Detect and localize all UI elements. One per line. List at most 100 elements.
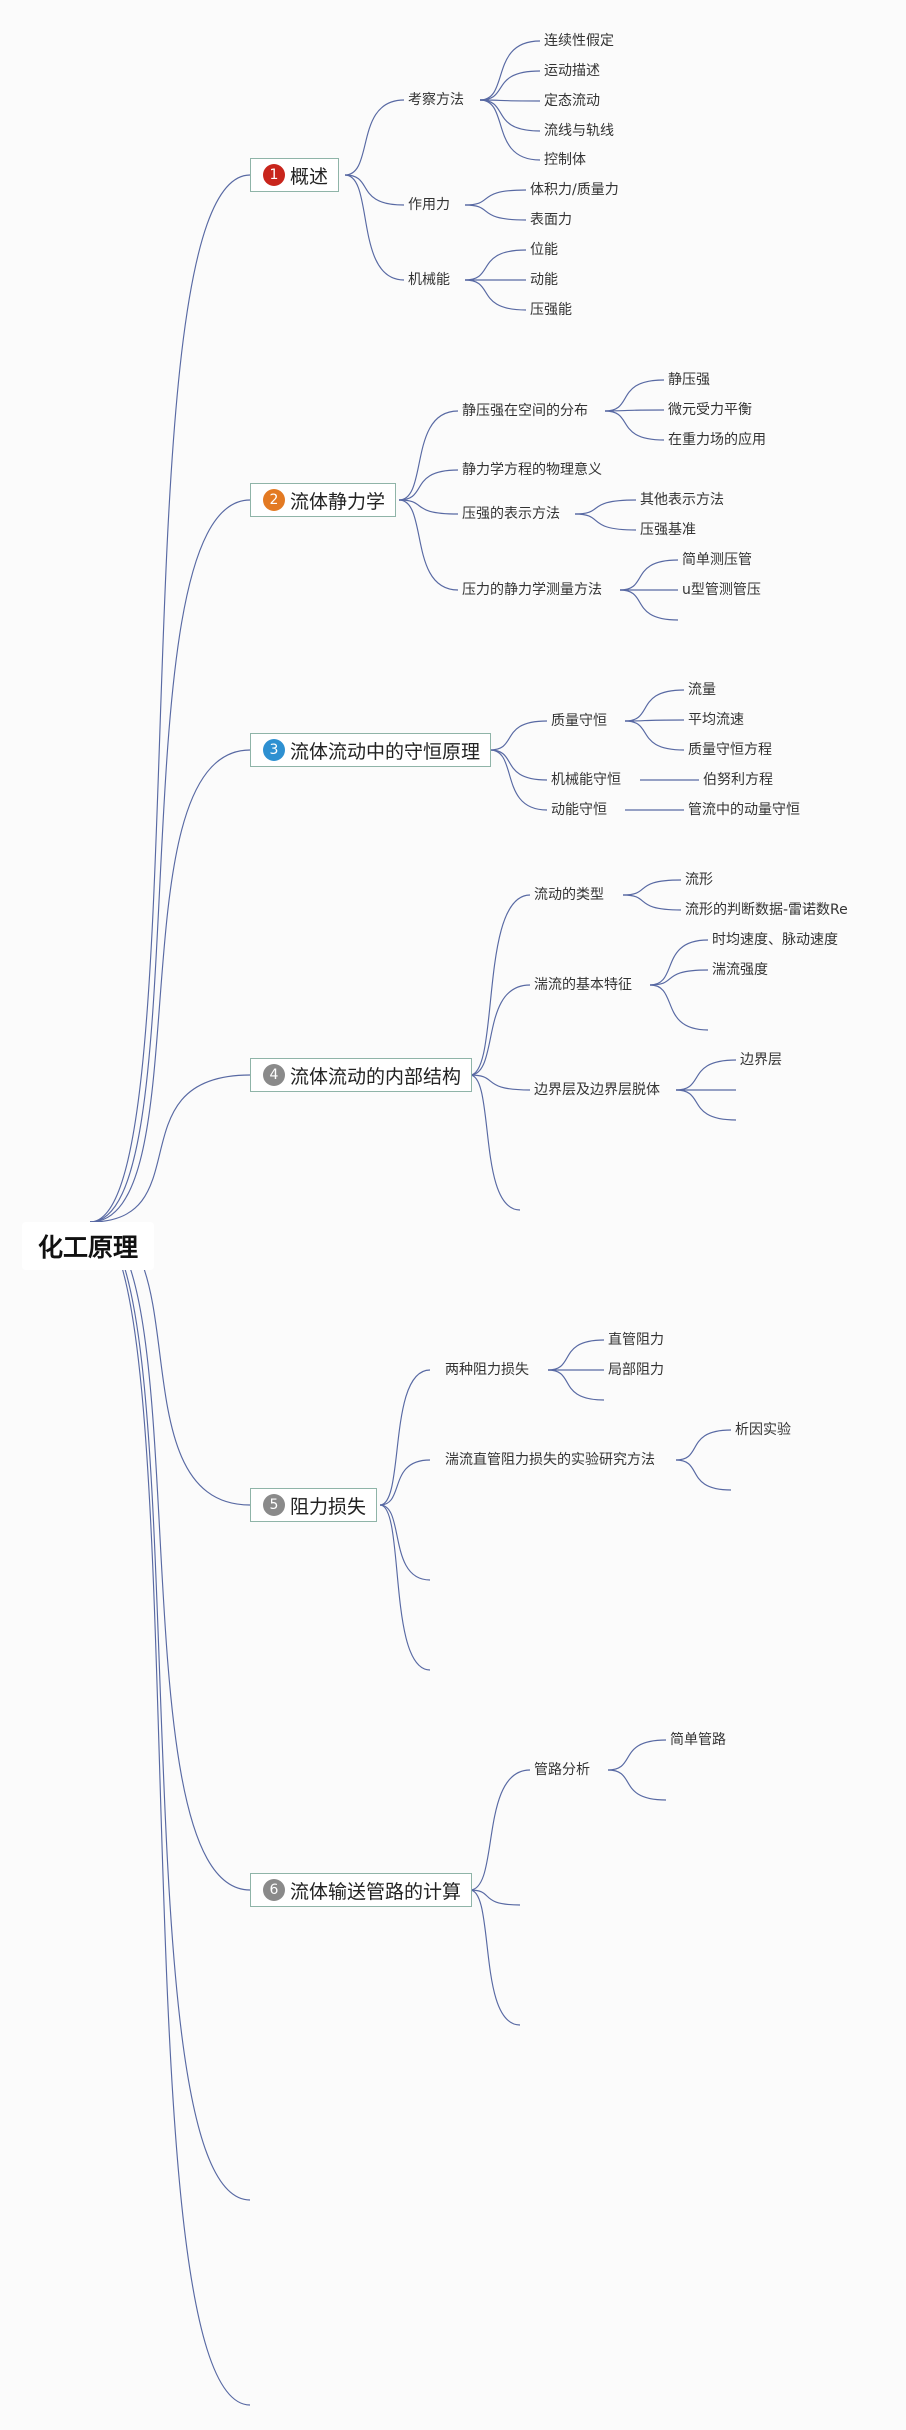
subtopic-2-2[interactable]: 动能守恒 (551, 802, 607, 818)
connector (489, 749, 548, 781)
connector (619, 589, 679, 621)
connector (469, 1889, 521, 2026)
connector (469, 1889, 521, 1906)
subtopic-0-0[interactable]: 考察方法 (408, 92, 464, 108)
badge-2: 2 (263, 489, 285, 511)
subtopic-2-1[interactable]: 机械能守恒 (551, 772, 621, 788)
badge-1: 1 (263, 164, 285, 186)
leaf-0-0-1[interactable]: 运动描述 (544, 63, 600, 79)
connector (604, 409, 665, 412)
connector (479, 99, 541, 161)
leaf-0-2-2[interactable]: 压强能 (530, 302, 572, 318)
subtopic-0-2[interactable]: 机械能 (408, 272, 450, 288)
leaf-0-0-4[interactable]: 控制体 (544, 152, 586, 168)
leaf-0-0-3[interactable]: 流线与轨线 (544, 123, 614, 139)
connector (89, 1221, 251, 2201)
connector (547, 1369, 605, 1401)
topic-label: 流体输送管路的计算 (290, 1880, 462, 1903)
leaf-2-2-0[interactable]: 管流中的动量守恒 (688, 802, 800, 818)
leaf-1-2-0[interactable]: 其他表示方法 (640, 492, 724, 508)
subtopic-4-0[interactable]: 两种阻力损失 (445, 1362, 529, 1378)
leaf-0-1-0[interactable]: 体积力/质量力 (530, 182, 619, 198)
leaf-0-0-2[interactable]: 定态流动 (544, 93, 600, 109)
connector (675, 1089, 737, 1121)
connector (649, 939, 709, 986)
connector (89, 174, 251, 1223)
topic-label: 概述 (290, 165, 329, 188)
subtopic-3-0[interactable]: 流动的类型 (534, 887, 604, 903)
leaf-0-0-0[interactable]: 连续性假定 (544, 33, 614, 49)
leaf-3-1-0[interactable]: 时均速度、脉动速度 (712, 932, 838, 948)
leaf-1-2-1[interactable]: 压强基准 (640, 522, 696, 538)
topic-internal-structure[interactable]: 4 流体流动的内部结构 (250, 1058, 473, 1092)
subtopic-2-0[interactable]: 质量守恒 (551, 713, 607, 729)
connector (464, 189, 527, 206)
leaf-1-0-2[interactable]: 在重力场的应用 (668, 432, 766, 448)
topic-overview[interactable]: 1 概述 (250, 158, 340, 192)
leaf-2-0-1[interactable]: 平均流速 (688, 712, 744, 728)
connector (464, 204, 527, 221)
topic-resistance-loss[interactable]: 5 阻力损失 (250, 1488, 378, 1522)
connector (398, 499, 459, 515)
connector (398, 469, 459, 501)
leaf-4-0-1[interactable]: 局部阻力 (608, 1362, 664, 1378)
subtopic-1-2[interactable]: 压强的表示方法 (462, 506, 560, 522)
connector (89, 1074, 251, 1223)
subtopic-1-1[interactable]: 静力学方程的物理意义 (462, 462, 602, 478)
connector (675, 1429, 732, 1461)
subtopic-4-1[interactable]: 湍流直管阻力损失的实验研究方法 (445, 1452, 655, 1468)
connector (607, 1769, 667, 1801)
connector (89, 1221, 251, 2406)
leaf-0-2-0[interactable]: 位能 (530, 242, 558, 258)
leaf-3-0-0[interactable]: 流形 (685, 872, 713, 888)
leaf-2-1-0[interactable]: 伯努利方程 (703, 772, 773, 788)
subtopic-3-2[interactable]: 边界层及边界层脱体 (534, 1082, 660, 1098)
subtopic-0-1[interactable]: 作用力 (408, 197, 450, 213)
connector (464, 279, 527, 311)
leaf-0-1-1[interactable]: 表面力 (530, 212, 572, 228)
connector (489, 720, 548, 751)
badge-6: 6 (263, 1879, 285, 1901)
connector (469, 1769, 531, 1891)
connector (479, 40, 541, 101)
topic-hydrostatics[interactable]: 2 流体静力学 (250, 483, 397, 517)
subtopic-5-0[interactable]: 管路分析 (534, 1762, 590, 1778)
leaf-1-0-1[interactable]: 微元受力平衡 (668, 402, 752, 418)
connector (379, 1459, 431, 1506)
root-topic[interactable]: 化工原理 (22, 1222, 154, 1270)
leaf-2-0-2[interactable]: 质量守恒方程 (688, 742, 772, 758)
connector (379, 1504, 431, 1671)
connector (649, 969, 709, 986)
leaf-1-0-0[interactable]: 静压强 (668, 372, 710, 388)
connector (622, 894, 682, 911)
leaf-4-0-0[interactable]: 直管阻力 (608, 1332, 664, 1348)
connector (89, 749, 251, 1223)
leaf-4-1-0[interactable]: 析因实验 (735, 1422, 791, 1438)
connector (547, 1339, 605, 1371)
leaf-3-0-1[interactable]: 流形的判断数据-雷诺数Re (685, 902, 848, 918)
leaf-1-3-1[interactable]: u型管测管压 (682, 582, 761, 598)
connector (604, 379, 665, 412)
subtopic-1-3[interactable]: 压力的静力学测量方法 (462, 582, 602, 598)
leaf-2-0-0[interactable]: 流量 (688, 682, 716, 698)
topic-conservation[interactable]: 3 流体流动中的守恒原理 (250, 733, 492, 767)
leaf-3-2-0[interactable]: 边界层 (740, 1052, 782, 1068)
connector (622, 879, 682, 896)
subtopic-3-1[interactable]: 湍流的基本特征 (534, 977, 632, 993)
connector (619, 559, 679, 591)
connector (675, 1059, 737, 1091)
leaf-0-2-1[interactable]: 动能 (530, 272, 558, 288)
subtopic-1-0[interactable]: 静压强在空间的分布 (462, 403, 588, 419)
connector (469, 894, 531, 1076)
leaf-1-3-0[interactable]: 简单测压管 (682, 552, 752, 568)
connector (489, 749, 548, 811)
leaf-3-1-1[interactable]: 湍流强度 (712, 962, 768, 978)
connector (469, 984, 531, 1076)
topic-pipeline-calc[interactable]: 6 流体输送管路的计算 (250, 1873, 473, 1907)
connector (379, 1369, 431, 1506)
connector (574, 499, 637, 515)
leaf-5-0-0[interactable]: 简单管路 (670, 1732, 726, 1748)
connector (624, 689, 685, 722)
connector (469, 1074, 531, 1091)
